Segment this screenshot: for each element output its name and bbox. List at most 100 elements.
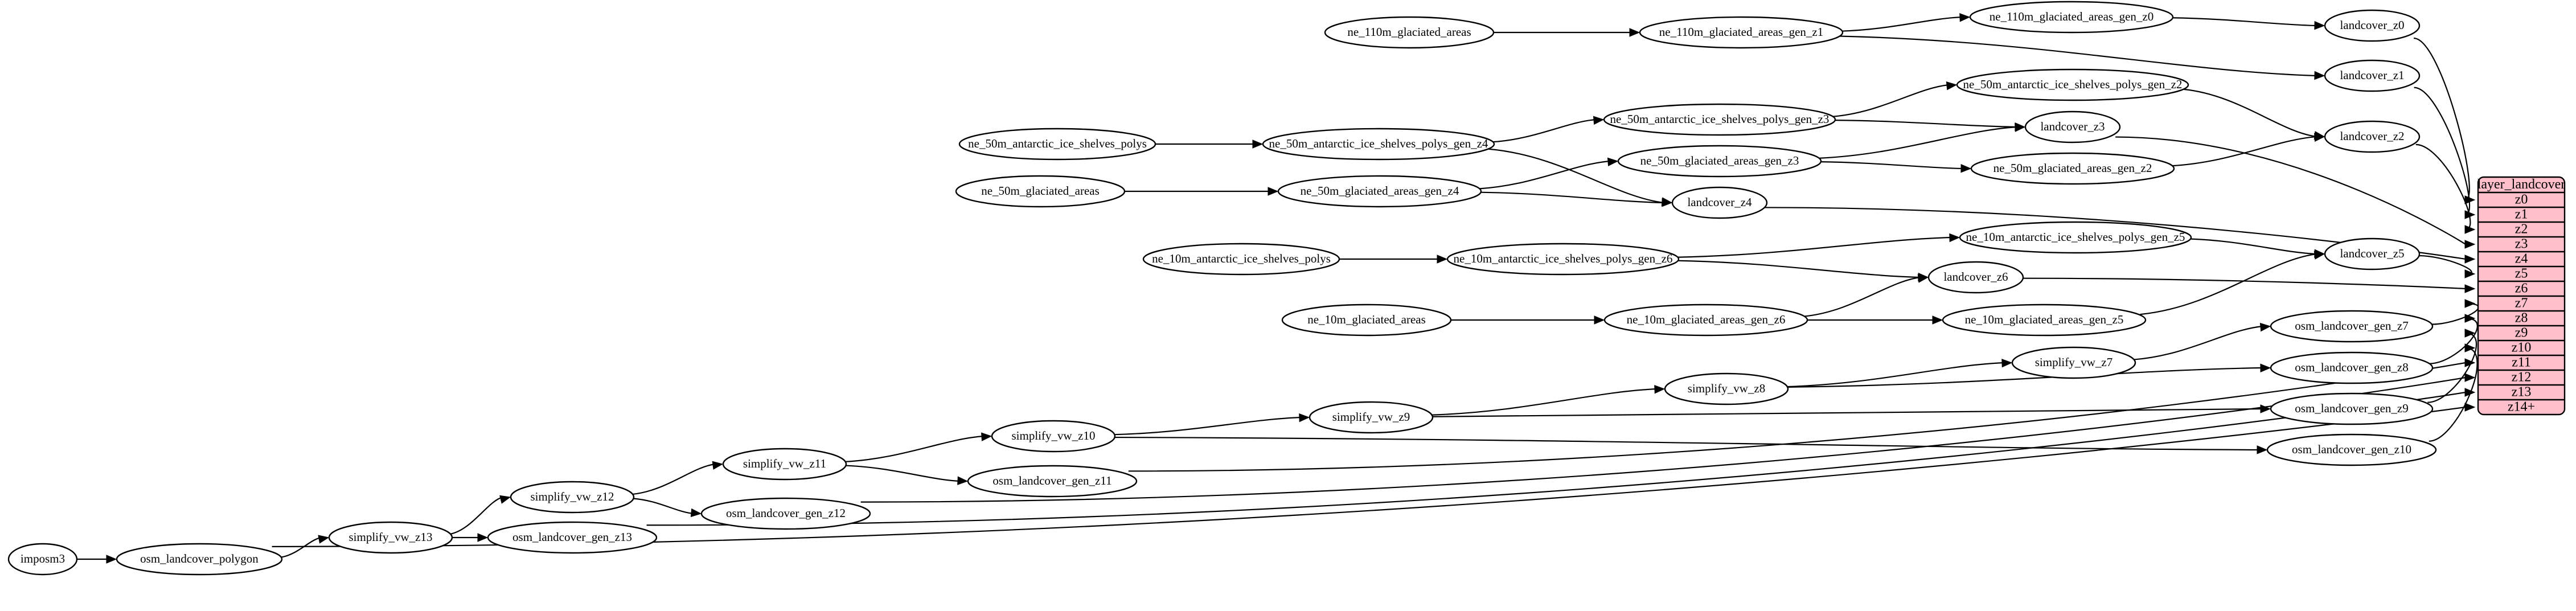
edge-arrowhead [1437, 255, 1448, 264]
table-row-zoom-z14+[interactable]: z14+ [2508, 400, 2535, 415]
graph-node-ne_50m_antarctic_ice_shelves_polys_gen_z2[interactable]: ne_50m_antarctic_ice_shelves_polys_gen_z… [1956, 68, 2189, 101]
table-row-zoom-z2[interactable]: z2 [2515, 222, 2528, 237]
node-shape [1281, 304, 1452, 337]
graph-node-ne_110m_glaciated_areas[interactable]: ne_110m_glaciated_areas [1324, 16, 1495, 49]
table-row-zoom-z3[interactable]: z3 [2515, 237, 2528, 252]
table-row-zoom-z12[interactable]: z12 [2512, 370, 2532, 385]
graph-node-osm_landcover_polygon[interactable]: osm_landcover_polygon [116, 543, 283, 576]
graph-node-ne_50m_glaciated_areas_gen_z4[interactable]: ne_50m_glaciated_areas_gen_z4 [1277, 175, 1482, 208]
edge-landcover_z4-to-layer_landcover_z4 [1765, 207, 2466, 260]
edge-arrowhead [2259, 322, 2271, 332]
graph-node-landcover_z2[interactable]: landcover_z2 [2324, 120, 2421, 153]
node-label: landcover_z5 [2340, 247, 2404, 260]
graph-node-landcover_z4[interactable]: landcover_z4 [1671, 186, 1768, 219]
node-shape [1942, 304, 2147, 337]
graph-node-simplify_vw_z12[interactable]: simplify_vw_z12 [510, 481, 635, 514]
edge-arrowhead [2464, 343, 2476, 352]
table-row-zoom-z4[interactable]: z4 [2515, 252, 2528, 266]
edge-arrowhead [1959, 13, 1971, 22]
graph-node-landcover_z5[interactable]: landcover_z5 [2324, 237, 2421, 270]
edge-arrowhead [2464, 240, 2476, 249]
edge-simplify_vw_z8-to-simplify_vw_z7 [1786, 362, 2005, 388]
graph-node-ne_10m_antarctic_ice_shelves_polys_gen_z6[interactable]: ne_10m_antarctic_ice_shelves_polys_gen_z… [1446, 243, 1680, 276]
node-label: osm_landcover_gen_z8 [2295, 360, 2408, 374]
edge-arrowhead [2464, 358, 2476, 367]
table-row-zoom-z1[interactable]: z1 [2515, 207, 2528, 222]
table-row-zoom-z7[interactable]: z7 [2515, 296, 2528, 311]
graph-node-ne_10m_glaciated_areas_gen_z5[interactable]: ne_10m_glaciated_areas_gen_z5 [1942, 304, 2147, 337]
node-label: ne_50m_glaciated_areas_gen_z3 [1640, 154, 1799, 167]
edge-landcover_z0-to-layer_landcover_z0 [2413, 38, 2470, 201]
node-label: ne_50m_antarctic_ice_shelves_polys [968, 137, 1147, 150]
graph-node-simplify_vw_z13[interactable]: simplify_vw_z13 [328, 521, 453, 554]
graph-node-ne_50m_glaciated_areas_gen_z2[interactable]: ne_50m_glaciated_areas_gen_z2 [1970, 152, 2175, 185]
edge-ne_10m_glaciated_areas_gen_z6-to-landcover_z6 [1803, 276, 1921, 317]
graph-node-simplify_vw_z7[interactable]: simplify_vw_z7 [2011, 346, 2136, 379]
graph-node-ne_50m_antarctic_ice_shelves_polys[interactable]: ne_50m_antarctic_ice_shelves_polys [958, 128, 1156, 161]
node-shape [967, 465, 1138, 498]
graph-node-ne_50m_glaciated_areas[interactable]: ne_50m_glaciated_areas [955, 175, 1126, 208]
edge-simplify_vw_z11-to-simplify_vw_z10 [844, 435, 985, 462]
node-shape [1639, 16, 1844, 49]
graph-node-osm_landcover_gen_z12[interactable]: osm_landcover_gen_z12 [700, 497, 871, 530]
edge-arrowhead [2001, 358, 2013, 368]
graph-node-ne_10m_glaciated_areas[interactable]: ne_10m_glaciated_areas [1281, 304, 1452, 337]
graph-node-simplify_vw_z9[interactable]: simplify_vw_z9 [1308, 401, 1434, 434]
graph-node-simplify_vw_z10[interactable]: simplify_vw_z10 [991, 420, 1116, 453]
graph-node-ne_50m_glaciated_areas_gen_z3[interactable]: ne_50m_glaciated_areas_gen_z3 [1617, 145, 1822, 178]
edge-arrowhead [477, 533, 489, 542]
graph-node-ne_10m_antarctic_ice_shelves_polys[interactable]: ne_10m_antarctic_ice_shelves_polys [1142, 243, 1340, 276]
edge-arrowhead [1252, 140, 1264, 149]
node-shape [1142, 243, 1340, 276]
edge-arrowhead [1917, 274, 1929, 283]
edge-ne_10m_antarctic_ice_shelves_polys_gen_z5-to-landcover_z5 [2189, 238, 2317, 255]
edge-arrowhead [2314, 20, 2325, 30]
table-row-zoom-z11[interactable]: z11 [2512, 355, 2531, 370]
table-row-zoom-z13[interactable]: z13 [2512, 385, 2532, 400]
graph-node-imposm3[interactable]: imposm3 [7, 543, 78, 576]
edge-simplify_vw_z10-to-simplify_vw_z9 [1114, 416, 1302, 436]
graph-node-landcover_z1[interactable]: landcover_z1 [2324, 59, 2421, 92]
graph-node-landcover_z6[interactable]: landcover_z6 [1927, 261, 2024, 294]
node-label: osm_landcover_gen_z11 [992, 474, 1111, 487]
graph-node-osm_landcover_gen_z8[interactable]: osm_landcover_gen_z8 [2270, 351, 2434, 384]
table-row-zoom-z9[interactable]: z9 [2515, 326, 2528, 341]
edge-arrowhead [1607, 157, 1619, 167]
edge-simplify_vw_z12-to-osm_landcover_gen_z12 [633, 498, 694, 515]
graph-node-landcover_z0[interactable]: landcover_z0 [2324, 9, 2421, 42]
node-label: ne_50m_glaciated_areas [981, 184, 1100, 198]
graph-node-ne_110m_glaciated_areas_gen_z0[interactable]: ne_110m_glaciated_areas_gen_z0 [1969, 1, 2174, 34]
graph-node-simplify_vw_z11[interactable]: simplify_vw_z11 [722, 448, 847, 481]
edge-arrowhead [2015, 123, 2026, 132]
graph-node-ne_10m_antarctic_ice_shelves_polys_gen_z5[interactable]: ne_10m_antarctic_ice_shelves_polys_gen_z… [1959, 221, 2192, 254]
graph-node-ne_50m_antarctic_ice_shelves_polys_gen_z4[interactable]: ne_50m_antarctic_ice_shelves_polys_gen_z… [1262, 128, 1495, 161]
graph-node-osm_landcover_gen_z11[interactable]: osm_landcover_gen_z11 [967, 465, 1138, 498]
edge-landcover_z2-to-layer_landcover_z2 [2415, 143, 2471, 231]
edge-arrowhead [981, 432, 992, 441]
edge-ne_10m_glaciated_areas_gen_z5-to-landcover_z5 [2140, 253, 2317, 315]
edge-arrowhead [2314, 251, 2325, 260]
node-shape [1927, 261, 2024, 294]
graph-node-ne_110m_glaciated_areas_gen_z1[interactable]: ne_110m_glaciated_areas_gen_z1 [1639, 16, 1844, 49]
graph-node-simplify_vw_z8[interactable]: simplify_vw_z8 [1664, 372, 1789, 405]
graph-node-osm_landcover_gen_z7[interactable]: osm_landcover_gen_z7 [2270, 310, 2434, 343]
node-shape [116, 543, 283, 576]
table-row-zoom-z5[interactable]: z5 [2515, 266, 2528, 281]
table-row-zoom-z0[interactable]: z0 [2515, 192, 2528, 207]
edge-arrowhead [1629, 28, 1640, 37]
graph-node-osm_landcover_gen_z9[interactable]: osm_landcover_gen_z9 [2270, 392, 2434, 425]
graph-node-landcover_z3[interactable]: landcover_z3 [2024, 110, 2121, 143]
graph-node-ne_10m_glaciated_areas_gen_z6[interactable]: ne_10m_glaciated_areas_gen_z6 [1603, 304, 1808, 337]
table-row-zoom-z8[interactable]: z8 [2515, 311, 2528, 326]
table-row-zoom-z10[interactable]: z10 [2512, 341, 2532, 355]
edge-ne_50m_glaciated_areas_gen_z3-to-ne_50m_glaciated_areas_gen_z2 [1820, 161, 1964, 170]
node-shape [2266, 433, 2437, 466]
table-row-zoom-z6[interactable]: z6 [2515, 281, 2528, 296]
edge-ne_50m_antarctic_ice_shelves_polys_gen_z4-to-landcover_z4 [1488, 148, 1665, 204]
node-shape [1664, 372, 1789, 405]
graph-node-ne_50m_antarctic_ice_shelves_polys_gen_z3[interactable]: ne_50m_antarctic_ice_shelves_polys_gen_z… [1603, 103, 1836, 136]
graph-node-osm_landcover_gen_z10[interactable]: osm_landcover_gen_z10 [2266, 433, 2437, 466]
graph-node-osm_landcover_gen_z13[interactable]: osm_landcover_gen_z13 [487, 521, 658, 554]
node-label: osm_landcover_polygon [140, 552, 259, 565]
edge-arrowhead [1662, 198, 1673, 207]
